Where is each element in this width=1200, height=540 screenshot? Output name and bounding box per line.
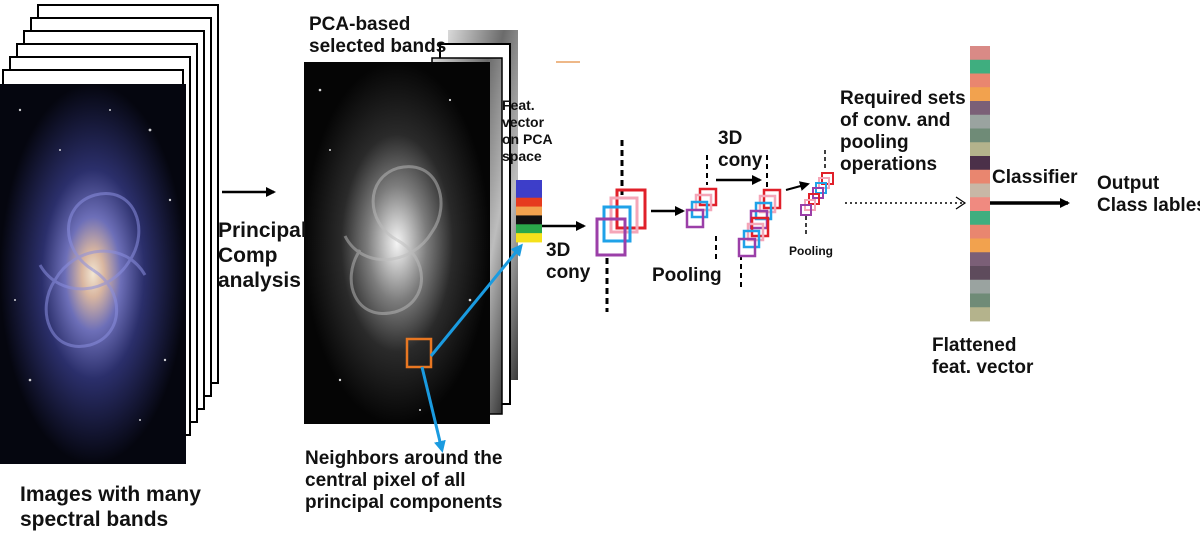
- spectral-galaxy-image: [0, 84, 186, 464]
- pca-band-stack: [304, 30, 518, 424]
- flattened-vector-cell: [970, 197, 990, 212]
- feature-vector-cell: [516, 215, 542, 225]
- conv-kernel: [737, 237, 757, 258]
- flattened-vector-cell: [970, 211, 990, 226]
- neighbors-label: Neighbors around the central pixel of al…: [305, 448, 503, 513]
- feature-vector-cell: [516, 188, 542, 199]
- pool-kernel: [685, 208, 705, 229]
- flattened-vector-cell: [970, 128, 990, 143]
- flattened-vector-cell: [970, 279, 990, 294]
- feature-vector-cell: [516, 224, 542, 234]
- flattened-vector-cell: [970, 169, 990, 184]
- flattened-vector-cell: [970, 293, 990, 308]
- feature-vector-cell: [516, 206, 542, 216]
- pool-kernel: [800, 204, 812, 216]
- flattened-vector-cell: [970, 307, 990, 322]
- feature-vector-cell: [516, 233, 542, 243]
- flattened-vector-cell: [970, 156, 990, 171]
- conv-kernel: [602, 205, 632, 243]
- feature-vector-cell: [516, 197, 542, 207]
- conv2-label: 3D cony: [718, 128, 763, 171]
- flattened-vector-cell: [970, 252, 990, 267]
- pca-bands-label: PCA-based selected bands: [309, 14, 447, 57]
- flattened-vector-cell: [970, 238, 990, 253]
- flattened-vector-cell: [970, 46, 990, 61]
- output-label: Output Class lables: [1097, 173, 1200, 216]
- flattened-vector-cell: [970, 87, 990, 102]
- classifier-label: Classifier: [992, 167, 1078, 188]
- flattened-label: Flattened feat. vector: [932, 335, 1034, 378]
- pca-gray-image: [304, 62, 490, 424]
- required-sets-label: Required sets of conv. and pooling opera…: [840, 88, 966, 175]
- flattened-vector-cell: [970, 224, 990, 239]
- pooling1-label: Pooling: [652, 265, 722, 286]
- repeat-arrowhead: [955, 196, 967, 210]
- flattened-vector-cell: [970, 142, 990, 157]
- conv1-label: 3D cony: [546, 240, 591, 283]
- flattened-vector-strip: [970, 46, 990, 322]
- conv-block-2: [737, 155, 782, 290]
- pooling-block-2: [800, 150, 834, 236]
- flattened-vector-cell: [970, 59, 990, 74]
- patch-to-neighbors-arrow: [420, 366, 446, 453]
- spectral-band-stack: [0, 4, 219, 464]
- pca-step-label: Principal Comp analysis: [218, 219, 307, 292]
- flattened-vector-cell: [970, 266, 990, 281]
- input-images-label: Images with many spectral bands: [20, 483, 201, 531]
- flattened-vector-cell: [970, 183, 990, 198]
- conv-kernel: [595, 217, 627, 257]
- flattened-vector-cell: [970, 73, 990, 88]
- conv-block-1: [595, 140, 647, 312]
- feat-vector-label: Feat. vector on PCA space: [502, 97, 553, 164]
- flattened-vector-cell: [970, 114, 990, 129]
- feature-vector-strip: [516, 180, 542, 243]
- patch-to-feature-arrow: [429, 243, 523, 357]
- pooling2-label: Pooling: [789, 244, 833, 258]
- feature-vector-cell: [516, 180, 542, 190]
- pooling-block-1: [685, 155, 718, 262]
- pool2-arrow: [785, 181, 810, 191]
- neighborhood-patch: [405, 337, 433, 369]
- flattened-vector-cell: [970, 101, 990, 116]
